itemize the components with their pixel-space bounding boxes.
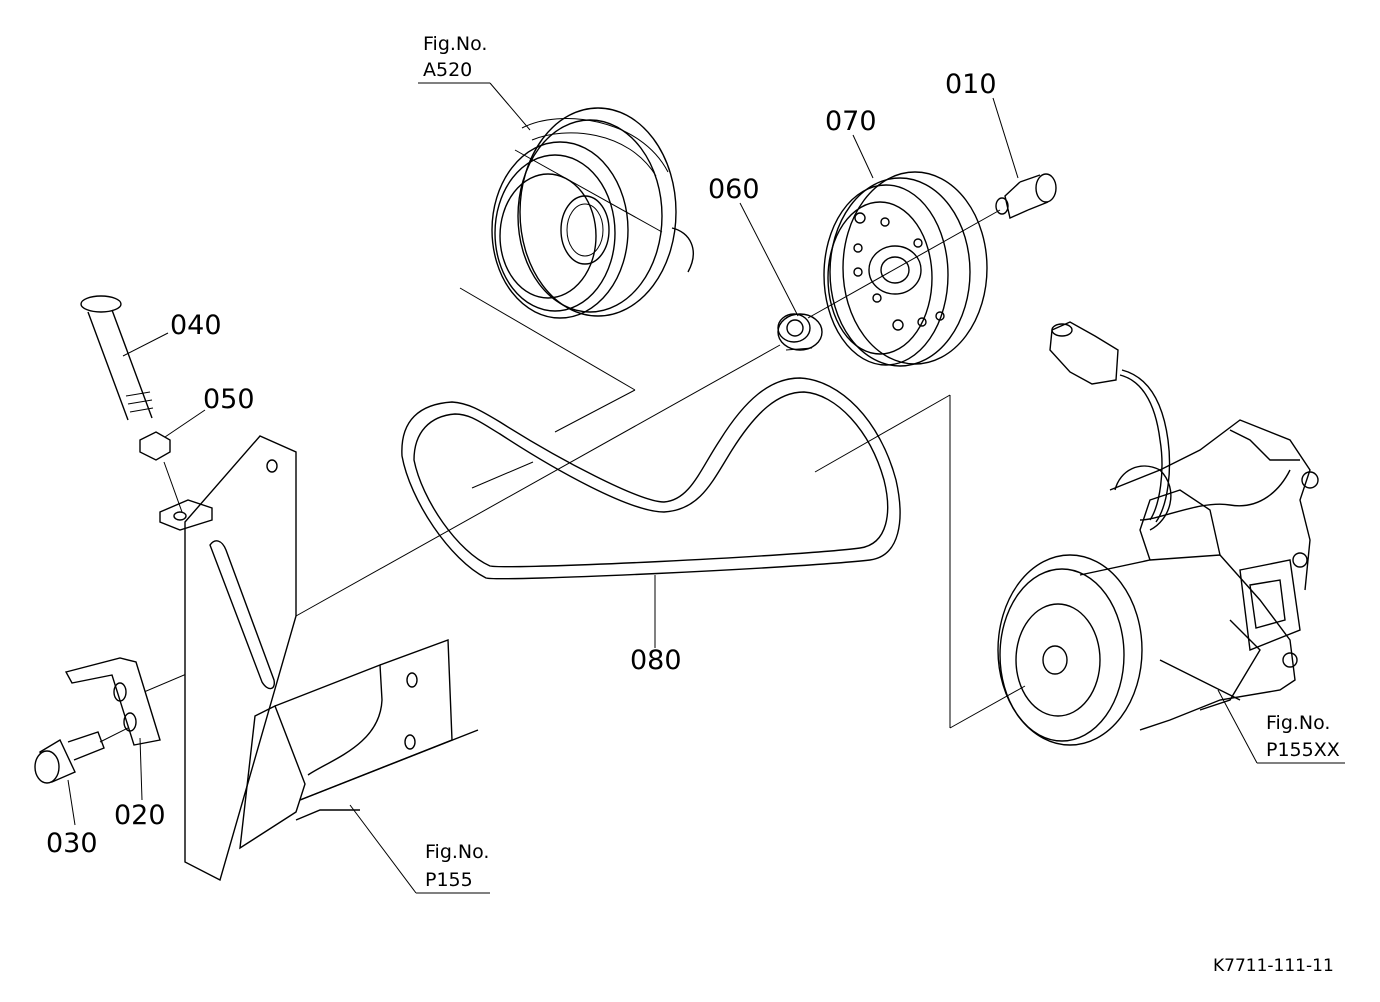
alignment-lines	[99, 209, 1026, 743]
nut-drawing	[139, 431, 183, 513]
part-label-050: 050	[203, 384, 255, 415]
part-number-labels: 010 070 060 040 050 080 020 030	[46, 69, 997, 859]
crank-pulley-drawing	[491, 107, 694, 319]
part-label-080: 080	[630, 645, 682, 676]
part-label-070: 070	[825, 106, 877, 137]
figref-p155xx-line1: Fig.No.	[1266, 712, 1330, 734]
bolt-040-drawing	[80, 295, 154, 421]
figref-p155xx-line2: P155XX	[1266, 739, 1340, 761]
figref-a520-line2: A520	[423, 59, 472, 81]
v-belt-drawing	[401, 377, 901, 580]
part-label-040: 040	[170, 310, 222, 341]
drawing-code: K7711-111-11	[1213, 956, 1334, 976]
part-label-060: 060	[708, 174, 760, 205]
bracket-drawing	[64, 657, 161, 746]
idler-pulley-drawing	[823, 171, 988, 367]
figref-p155-line1: Fig.No.	[425, 841, 489, 863]
bolt-010-drawing	[995, 173, 1057, 219]
tension-plate-drawing	[159, 435, 479, 882]
part-label-020: 020	[114, 800, 166, 831]
figref-p155-line2: P155	[425, 869, 473, 891]
bolt-030-drawing	[34, 731, 105, 784]
part-label-030: 030	[46, 828, 98, 859]
leader-lines	[67, 82, 1345, 894]
figure-reference-labels: Fig.No. A520 Fig.No. P155 Fig.No. P155XX	[423, 33, 1340, 891]
figref-a520-line1: Fig.No.	[423, 33, 487, 55]
part-label-010: 010	[945, 69, 997, 100]
compressor-drawing	[997, 321, 1319, 746]
collar-drawing	[777, 313, 823, 351]
